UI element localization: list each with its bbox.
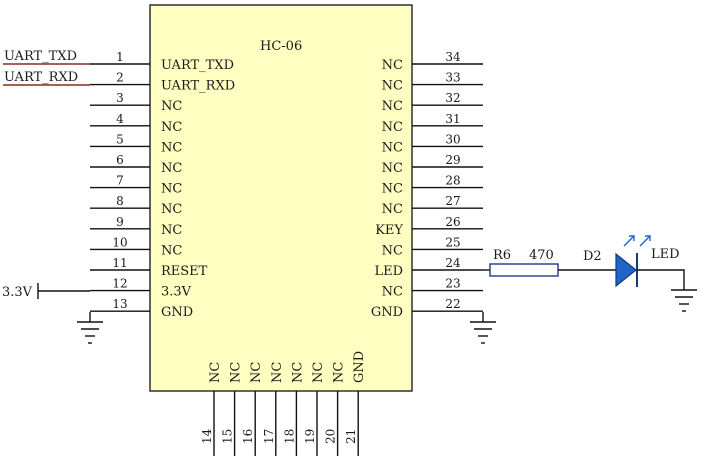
right-pin-number: 22 (445, 297, 460, 311)
left-pin-label: 3.3V (161, 285, 192, 300)
left-pin-label: NC (161, 223, 182, 238)
right-pin-number: 32 (445, 91, 460, 105)
bottom-pin-number: 14 (200, 428, 214, 444)
right-pin-label: KEY (375, 223, 403, 238)
right-pin-number: 30 (445, 132, 460, 146)
left-pin-label: UART_TXD (161, 58, 234, 73)
left-pin-label: NC (161, 243, 182, 258)
ground-symbol-led (671, 289, 697, 312)
right-pin-label: NC (382, 202, 403, 217)
left-pin-number: 13 (112, 297, 127, 311)
led-ref-label: D2 (583, 249, 602, 264)
left-pin-label: NC (161, 99, 182, 114)
bottom-pin-label: GND (352, 351, 367, 383)
right-pin-number: 27 (445, 194, 460, 208)
left-pin-number: 3 (116, 91, 124, 105)
left-pin-number: 10 (112, 235, 127, 249)
bottom-pin-label: NC (270, 362, 285, 383)
bottom-pin-number: 18 (282, 429, 296, 444)
right-pin-group: 34NC33NC32NC31NC30NC29NC28NC27NC26KEY25N… (371, 50, 483, 320)
resistor-r6 (489, 263, 559, 277)
bottom-pin-number: 16 (241, 429, 255, 444)
bottom-pin-label: NC (332, 362, 347, 383)
right-pin-label: NC (382, 285, 403, 300)
right-pin-label: GND (371, 305, 403, 320)
bottom-pin-number: 17 (262, 429, 276, 444)
power-net-label: 3.3V (2, 285, 33, 300)
left-pin-number: 9 (116, 215, 124, 229)
resistor-value-label: 470 (529, 248, 554, 263)
chip-title: HC-06 (260, 39, 302, 54)
left-pin-group: 1UART_TXD2UART_RXD3NC4NC5NC6NC7NC8NC9NC1… (90, 50, 235, 320)
right-pin-label: NC (382, 99, 403, 114)
bottom-pin-label: NC (290, 362, 305, 383)
left-pin-label: GND (161, 305, 193, 320)
left-pin-number: 6 (116, 153, 124, 167)
led-d2-triangle (615, 252, 637, 288)
right-pin-number: 29 (445, 153, 460, 167)
left-pin-number: 12 (112, 277, 127, 291)
ground-symbol-right (470, 321, 496, 344)
bottom-pin-number: 19 (303, 429, 317, 444)
right-pin-label: NC (382, 79, 403, 94)
bottom-pin-label: NC (229, 362, 244, 383)
left-pin-label: NC (161, 120, 182, 135)
right-pin-number: 23 (445, 277, 460, 291)
left-pin-label: NC (161, 140, 182, 155)
led-to-ground-wire (637, 269, 685, 290)
right-pin-label: NC (382, 120, 403, 135)
bottom-pin-number: 15 (221, 429, 235, 444)
left-pin-number: 7 (116, 174, 124, 188)
left-pin-number: 8 (116, 194, 124, 208)
left-pin-number: 2 (116, 71, 124, 85)
uart-txd-net-label: UART_TXD (4, 49, 77, 64)
right-pin-number: 25 (445, 235, 460, 249)
left-pin-label: NC (161, 202, 182, 217)
left-pin-number: 5 (116, 132, 124, 146)
left-pin-label: RESET (161, 264, 208, 279)
bottom-pin-label: NC (249, 362, 264, 383)
right-pin-number: 33 (445, 71, 460, 85)
right-pin-label: NC (382, 243, 403, 258)
right-pin-label: NC (382, 140, 403, 155)
left-pin-label: NC (161, 182, 182, 197)
right-pin-number: 24 (445, 256, 461, 270)
left-pin-number: 4 (116, 112, 124, 126)
bottom-pin-number: 21 (344, 429, 358, 444)
left-pin-label: UART_RXD (161, 79, 235, 94)
right-pin-label: NC (382, 161, 403, 176)
right-pin-number: 26 (445, 215, 460, 229)
right-pin-label: NC (382, 58, 403, 73)
bottom-pin-group: 14 NC 15 NC 16 NC 17 NC 18 NC 19 NC 20 NC 21 GND (200, 351, 367, 456)
bottom-pin-label: NC (208, 362, 223, 383)
uart-rxd-net-label: UART_RXD (4, 70, 78, 85)
right-pin-label: LED (374, 264, 403, 279)
left-pin-number: 11 (112, 256, 127, 270)
led-light-rays-icon (623, 235, 651, 247)
bottom-pin-label: NC (311, 362, 326, 383)
bottom-pin-number: 20 (324, 429, 338, 444)
right-pin-label: NC (382, 182, 403, 197)
led-value-label: LED (651, 247, 680, 262)
resistor-ref-label: R6 (493, 248, 511, 263)
right-pin-number: 28 (445, 174, 460, 188)
right-pin-number: 31 (445, 112, 460, 126)
left-pin-label: NC (161, 161, 182, 176)
right-pin-number: 34 (445, 50, 461, 64)
ground-symbol-left (77, 321, 103, 344)
left-pin-number: 1 (116, 50, 124, 64)
hc06-module-body (149, 4, 413, 392)
